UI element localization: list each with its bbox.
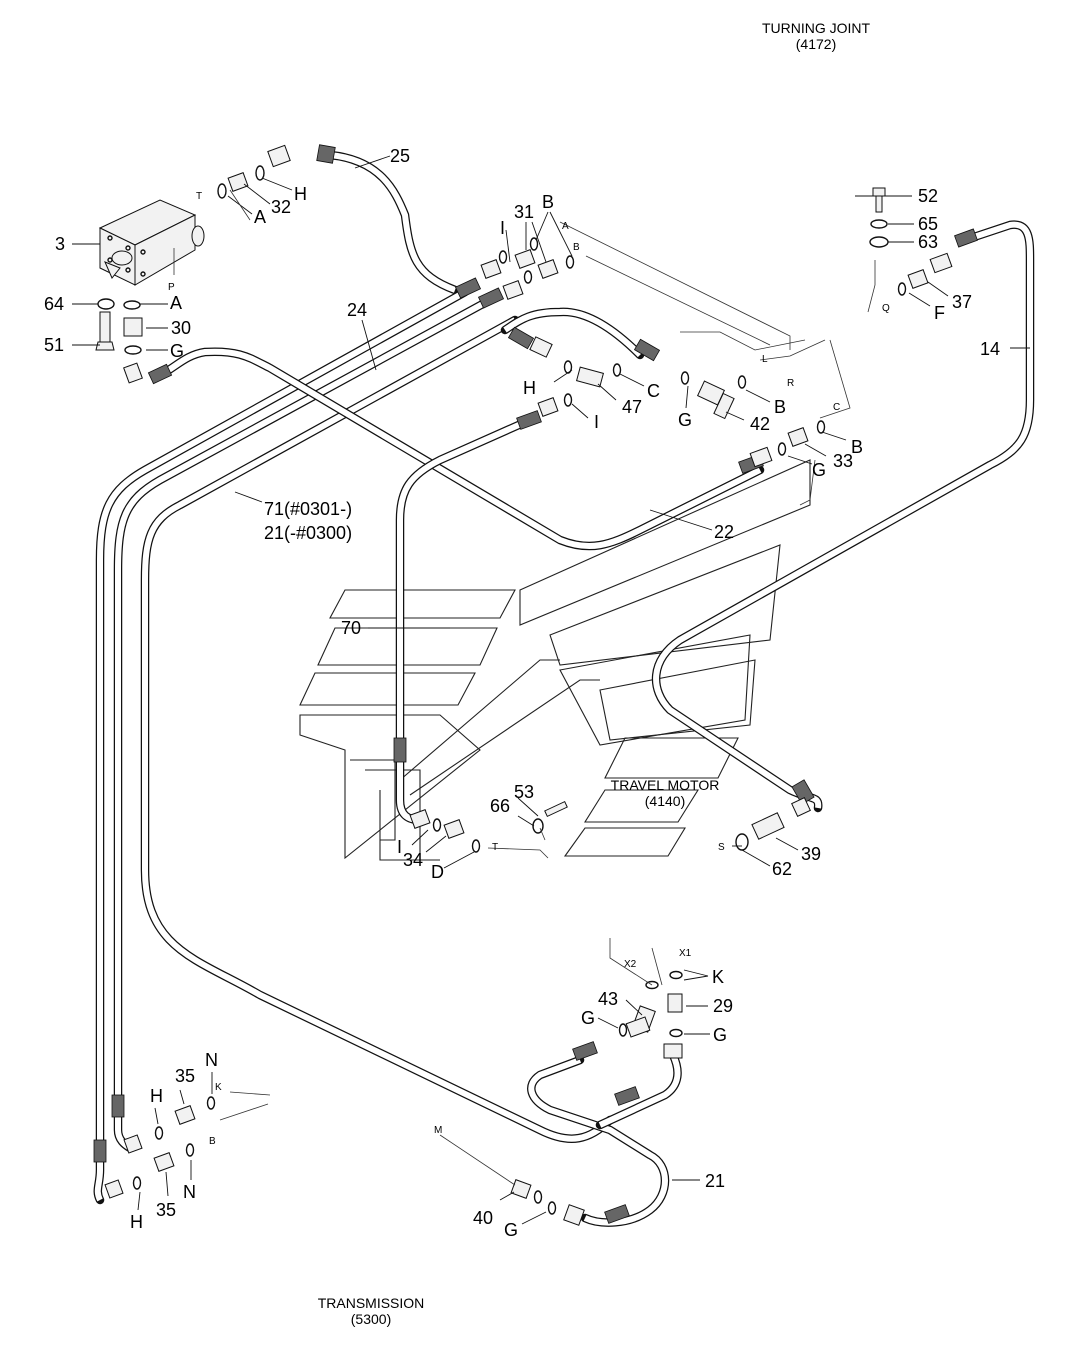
turning-joint-caption: TURNING JOINT (762, 20, 871, 36)
part-label-14: 14 (980, 339, 1000, 359)
letter-a-valve-t: A (254, 207, 266, 227)
part-label-51: 51 (44, 335, 64, 355)
tag-x2: X2 (624, 959, 637, 970)
tag-q-joint: Q (882, 303, 890, 314)
part-label-25: 25 (390, 146, 410, 166)
tag-t-motor: T (492, 842, 498, 853)
part-number-labels: 3 64 51 30 32 25 24 31 52 65 63 37 14 47… (44, 146, 1000, 1228)
tag-x1: X1 (679, 948, 692, 959)
port-letter-labels: A H A G I B H C G B I B G F I D K G G N … (130, 184, 945, 1240)
tag-c-joint: C (833, 402, 840, 413)
part-label-71: 71(#0301-) (264, 499, 352, 519)
tag-t-valve: T (196, 191, 202, 202)
letter-b-right: B (851, 437, 863, 457)
part-label-63: 63 (918, 232, 938, 252)
tag-b-joint: B (573, 242, 580, 253)
tag-r-joint: R (787, 378, 794, 389)
letter-a-valve-p: A (170, 293, 182, 313)
letter-c-mid: C (647, 381, 660, 401)
tag-k-trans: K (215, 1082, 222, 1093)
tag-l-joint: L (762, 354, 768, 365)
fittings (95, 144, 953, 1226)
part-label-35-upper: 35 (175, 1066, 195, 1086)
part-label-47: 47 (622, 397, 642, 417)
part-label-31: 31 (514, 202, 534, 222)
turning-joint-code: (4172) (796, 36, 836, 52)
part-label-43: 43 (598, 989, 618, 1009)
part-label-33: 33 (833, 451, 853, 471)
transmission-code: (5300) (351, 1311, 391, 1327)
valve-block (98, 199, 205, 286)
part-label-64: 64 (44, 294, 64, 314)
letter-i-mid: I (594, 412, 599, 432)
hose-lines (93, 150, 1035, 1227)
letter-n-upper: N (205, 1050, 218, 1070)
part-label-35-lower: 35 (156, 1200, 176, 1220)
hose-ferrules (93, 144, 978, 1224)
tag-s-motor: S (718, 842, 725, 853)
letter-d: D (431, 862, 444, 882)
letter-b-top: B (542, 192, 554, 212)
letter-h-lower-a: H (150, 1086, 163, 1106)
part-label-3: 3 (55, 234, 65, 254)
part-label-30: 30 (171, 318, 191, 338)
tag-p-valve: P (168, 282, 175, 293)
leader-lines (72, 155, 1030, 1225)
part-label-62: 62 (772, 859, 792, 879)
letter-i-top: I (500, 218, 505, 238)
letter-h-mid: H (523, 378, 536, 398)
tag-a-joint: A (562, 221, 569, 232)
letter-h-top: H (294, 184, 307, 204)
part-label-24: 24 (347, 300, 367, 320)
letter-g-40: G (504, 1220, 518, 1240)
part-label-65: 65 (918, 214, 938, 234)
frame-outline (299, 459, 811, 861)
part-label-53: 53 (514, 782, 534, 802)
part-label-70: 70 (341, 618, 361, 638)
letter-g-43: G (581, 1008, 595, 1028)
transmission-caption: TRANSMISSION (318, 1295, 425, 1311)
tag-b-trans: B (209, 1136, 216, 1147)
part-label-39: 39 (801, 844, 821, 864)
part-label-66: 66 (490, 796, 510, 816)
tag-m-trans: M (434, 1125, 442, 1136)
letter-g-mid: G (678, 410, 692, 430)
letter-k: K (712, 967, 724, 987)
part-label-29: 29 (713, 996, 733, 1016)
part-label-22: 22 (714, 522, 734, 542)
part-label-21-upper: 21(-#0300) (264, 523, 352, 543)
part-label-42: 42 (750, 414, 770, 434)
letter-g-right: G (812, 460, 826, 480)
travel-motor-code: (4140) (645, 793, 685, 809)
letter-f: F (934, 303, 945, 323)
part-label-32: 32 (271, 197, 291, 217)
letter-g-29: G (713, 1025, 727, 1045)
letter-i-lower: I (397, 837, 402, 857)
part-label-52: 52 (918, 186, 938, 206)
travel-motor-caption: TRAVEL MOTOR (611, 777, 720, 793)
part-label-40: 40 (473, 1208, 493, 1228)
letter-h-lower-b: H (130, 1212, 143, 1232)
part-label-21-lower: 21 (705, 1171, 725, 1191)
letter-g-valve: G (170, 341, 184, 361)
letter-n-lower: N (183, 1182, 196, 1202)
letter-b-mid: B (774, 397, 786, 417)
part-label-34: 34 (403, 850, 423, 870)
part-label-37: 37 (952, 292, 972, 312)
component-captions: TURNING JOINT (4172) TRAVEL MOTOR (4140)… (318, 20, 871, 1327)
o-rings (123, 165, 907, 1215)
port-tags: T P A B L R C Q T S X2 X1 K B M (168, 191, 890, 1147)
